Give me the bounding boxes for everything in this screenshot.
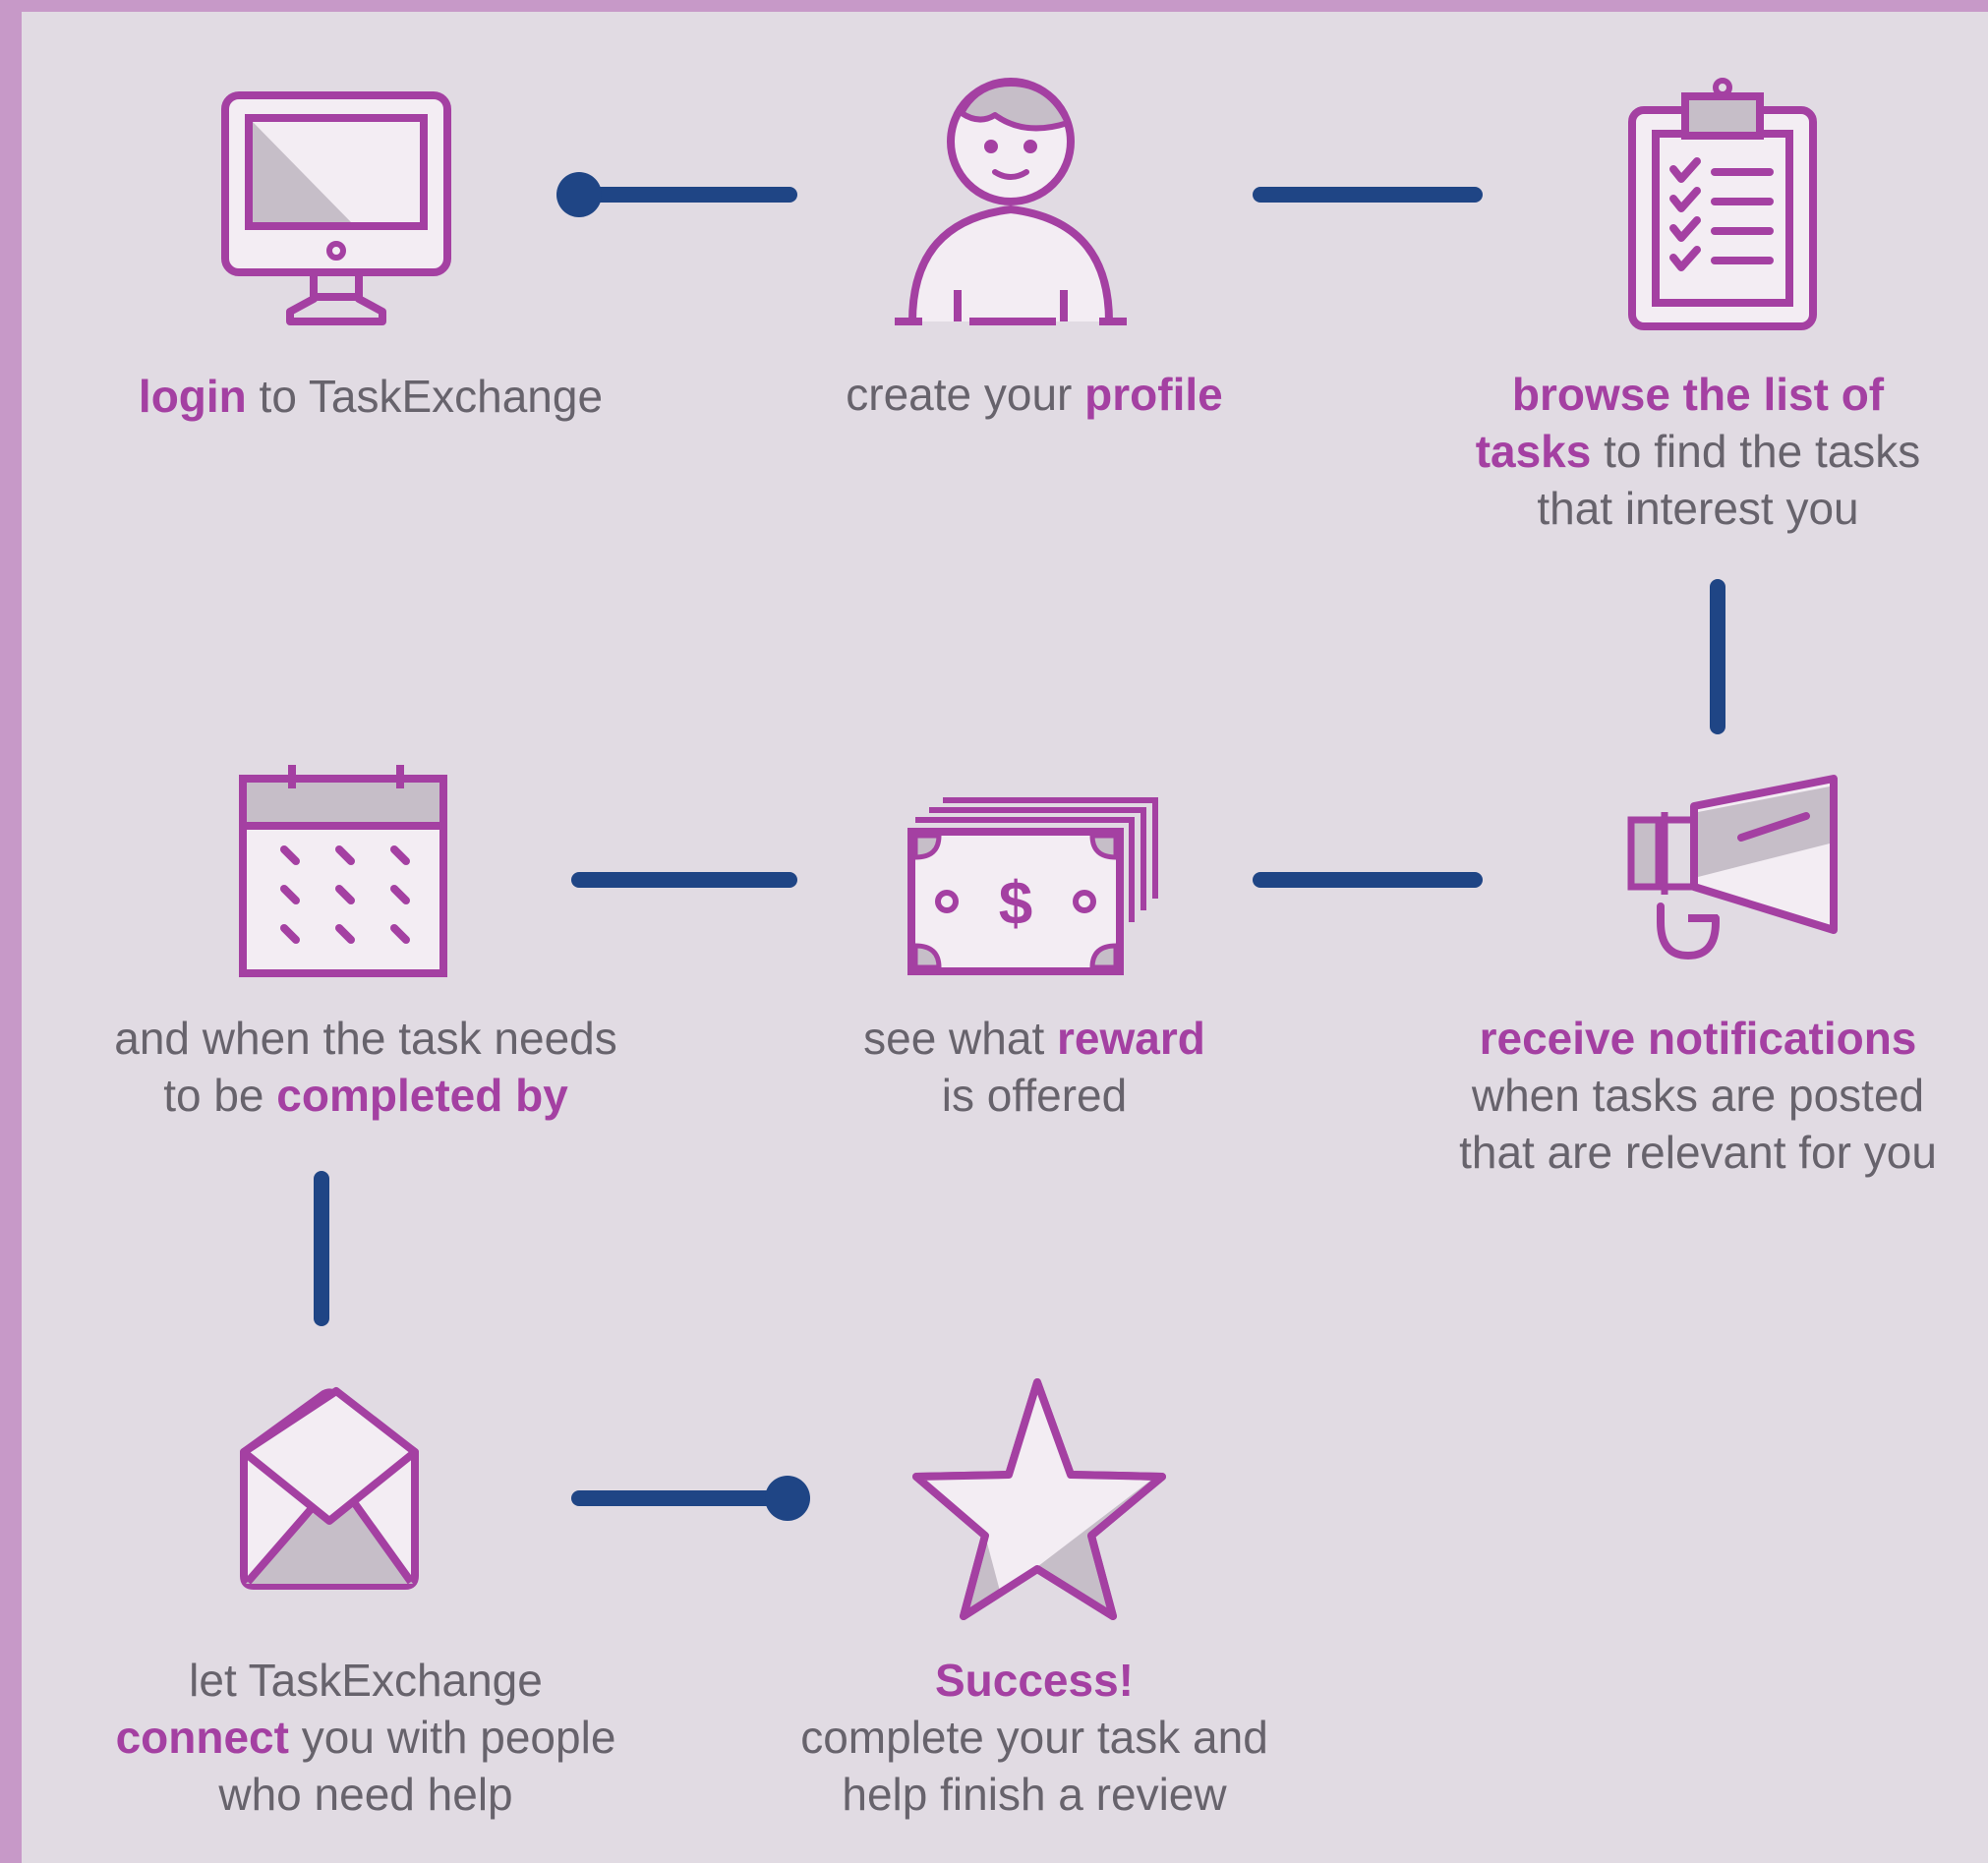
- connector-login-profile: [556, 169, 813, 228]
- caption-reward: see what reward is offered: [863, 1013, 1205, 1121]
- caption-browse: browse the list of tasks to find the tas…: [1475, 369, 1921, 534]
- connector-deadline-connect: [292, 1167, 351, 1339]
- caption-success: Success! complete your task and help fin…: [800, 1655, 1268, 1820]
- caption-connect: let TaskExchange connect you with people…: [115, 1655, 616, 1820]
- connector-profile-browse: [1241, 169, 1496, 228]
- megaphone-icon: [1619, 769, 1845, 965]
- svg-text:$: $: [999, 870, 1032, 938]
- caption-profile: create your profile: [846, 369, 1223, 420]
- process-diagram: login to TaskExchange create your profil…: [22, 12, 1988, 1863]
- connector-deadline-reward: [557, 853, 813, 912]
- envelope-icon: [218, 1373, 454, 1609]
- star-icon: [897, 1368, 1166, 1624]
- connector-browse-notifications: [1688, 577, 1747, 744]
- monitor-icon: [204, 81, 459, 336]
- calendar-icon: [223, 759, 449, 985]
- connector-connect-success: [557, 1472, 813, 1531]
- caption-notifications: receive notifications when tasks are pos…: [1459, 1013, 1937, 1178]
- cash-icon: $: [892, 788, 1158, 975]
- caption-login: login to TaskExchange: [138, 371, 604, 422]
- user-icon: [887, 76, 1152, 331]
- connector-reward-notifications: [1241, 853, 1496, 912]
- caption-deadline: and when the task needs to be completed …: [114, 1013, 617, 1121]
- clipboard-checklist-icon: [1614, 71, 1831, 336]
